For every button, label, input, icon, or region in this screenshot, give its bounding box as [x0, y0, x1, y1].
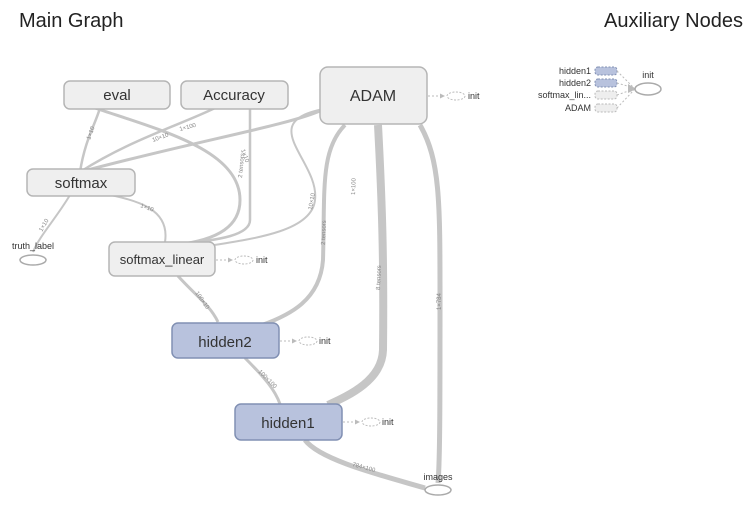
main-graph-title: Main Graph	[19, 10, 124, 32]
aux-adam-label: ADAM	[565, 103, 591, 113]
edge-label-e11: 1×100	[351, 177, 358, 195]
node-softmax-linear-label: softmax_linear	[120, 252, 205, 267]
aux-init[interactable]: init	[634, 70, 662, 96]
edge-label-e5: 2 tensors	[238, 153, 246, 178]
init-adam[interactable]: init	[428, 91, 480, 101]
init-softmax-linear-label: init	[256, 255, 268, 265]
node-accuracy-label: Accuracy	[203, 87, 265, 104]
node-softmax[interactable]: softmax	[26, 168, 136, 197]
truth-label-text: truth_label	[12, 241, 54, 251]
node-hidden1-label: hidden1	[261, 415, 314, 432]
auxiliary-nodes-title: Auxiliary Nodes	[604, 10, 743, 32]
init-hidden1-label: init	[382, 417, 394, 427]
aux-edges	[616, 70, 636, 109]
edge-softmax-eval	[78, 107, 102, 173]
init-softmax-linear[interactable]: init	[216, 255, 268, 265]
edge-adam-hidden2	[261, 123, 347, 327]
node-adam[interactable]: ADAM	[319, 66, 428, 125]
node-accuracy[interactable]: Accuracy	[180, 80, 289, 110]
edge-softmax-accuracy	[79, 106, 216, 174]
edge-label-e10: 100×10	[193, 291, 210, 312]
node-eval[interactable]: eval	[63, 80, 171, 110]
edge-label-e13: 8 tensors	[376, 265, 383, 290]
node-truth-label[interactable]: truth_label	[12, 241, 54, 266]
edge-softmaxlinear-hidden2	[176, 274, 220, 323]
node-hidden2[interactable]: hidden2	[171, 322, 280, 359]
aux-item-hidden1[interactable]: hidden1	[559, 66, 618, 76]
edge-label-e6: 1×10	[139, 203, 154, 213]
edge-label-e14: 1×784	[437, 292, 443, 310]
edge-label-e3: 10×10	[152, 132, 171, 144]
aux-item-hidden2[interactable]: hidden2	[559, 78, 618, 88]
edge-accuracy-softmax-linear	[179, 107, 252, 246]
aux-init-label: init	[642, 70, 654, 80]
node-images[interactable]: images	[423, 472, 453, 496]
edge-softmax-truth	[32, 194, 71, 253]
edge-label-e1: 1×10	[86, 125, 96, 140]
edge-hidden2-hidden1	[243, 356, 282, 405]
edge-softmax-softmaxlinear	[99, 192, 167, 243]
edge-adam-hidden1	[326, 124, 388, 409]
edge-label-e4: 1×10	[239, 149, 249, 164]
edge-eval-softmax-linear	[94, 106, 242, 247]
node-softmax-label: softmax	[55, 175, 108, 192]
init-hidden1[interactable]: init	[343, 417, 394, 427]
edge-adam-softmax-linear	[207, 107, 331, 247]
edge-label-e8: 2 tensors	[321, 220, 328, 245]
node-hidden1[interactable]: hidden1	[234, 403, 343, 441]
init-adam-label: init	[468, 91, 480, 101]
edge-hidden1-images	[303, 438, 426, 491]
aux-item-softmax-linear[interactable]: softmax_lin...	[538, 90, 618, 100]
images-label-text: images	[423, 472, 453, 482]
node-hidden2-label: hidden2	[198, 334, 251, 351]
edges	[32, 106, 443, 491]
aux-item-adam[interactable]: ADAM	[565, 103, 618, 113]
edge-adam-images	[417, 123, 443, 484]
aux-hidden2-label: hidden2	[559, 78, 591, 88]
init-hidden2-label: init	[319, 336, 331, 346]
aux-softmax-linear-label: softmax_lin...	[538, 90, 591, 100]
edge-softmax-adam	[79, 108, 323, 174]
node-softmax-linear[interactable]: softmax_linear	[108, 241, 216, 277]
node-eval-label: eval	[103, 87, 131, 104]
edge-label-e12: 100×100	[257, 369, 278, 390]
edge-label-e2: 1×100	[179, 123, 197, 133]
aux-hidden1-label: hidden1	[559, 66, 591, 76]
init-hidden2[interactable]: init	[280, 336, 331, 346]
node-adam-label: ADAM	[350, 88, 396, 105]
edge-label-e7: 10×10	[308, 192, 317, 210]
